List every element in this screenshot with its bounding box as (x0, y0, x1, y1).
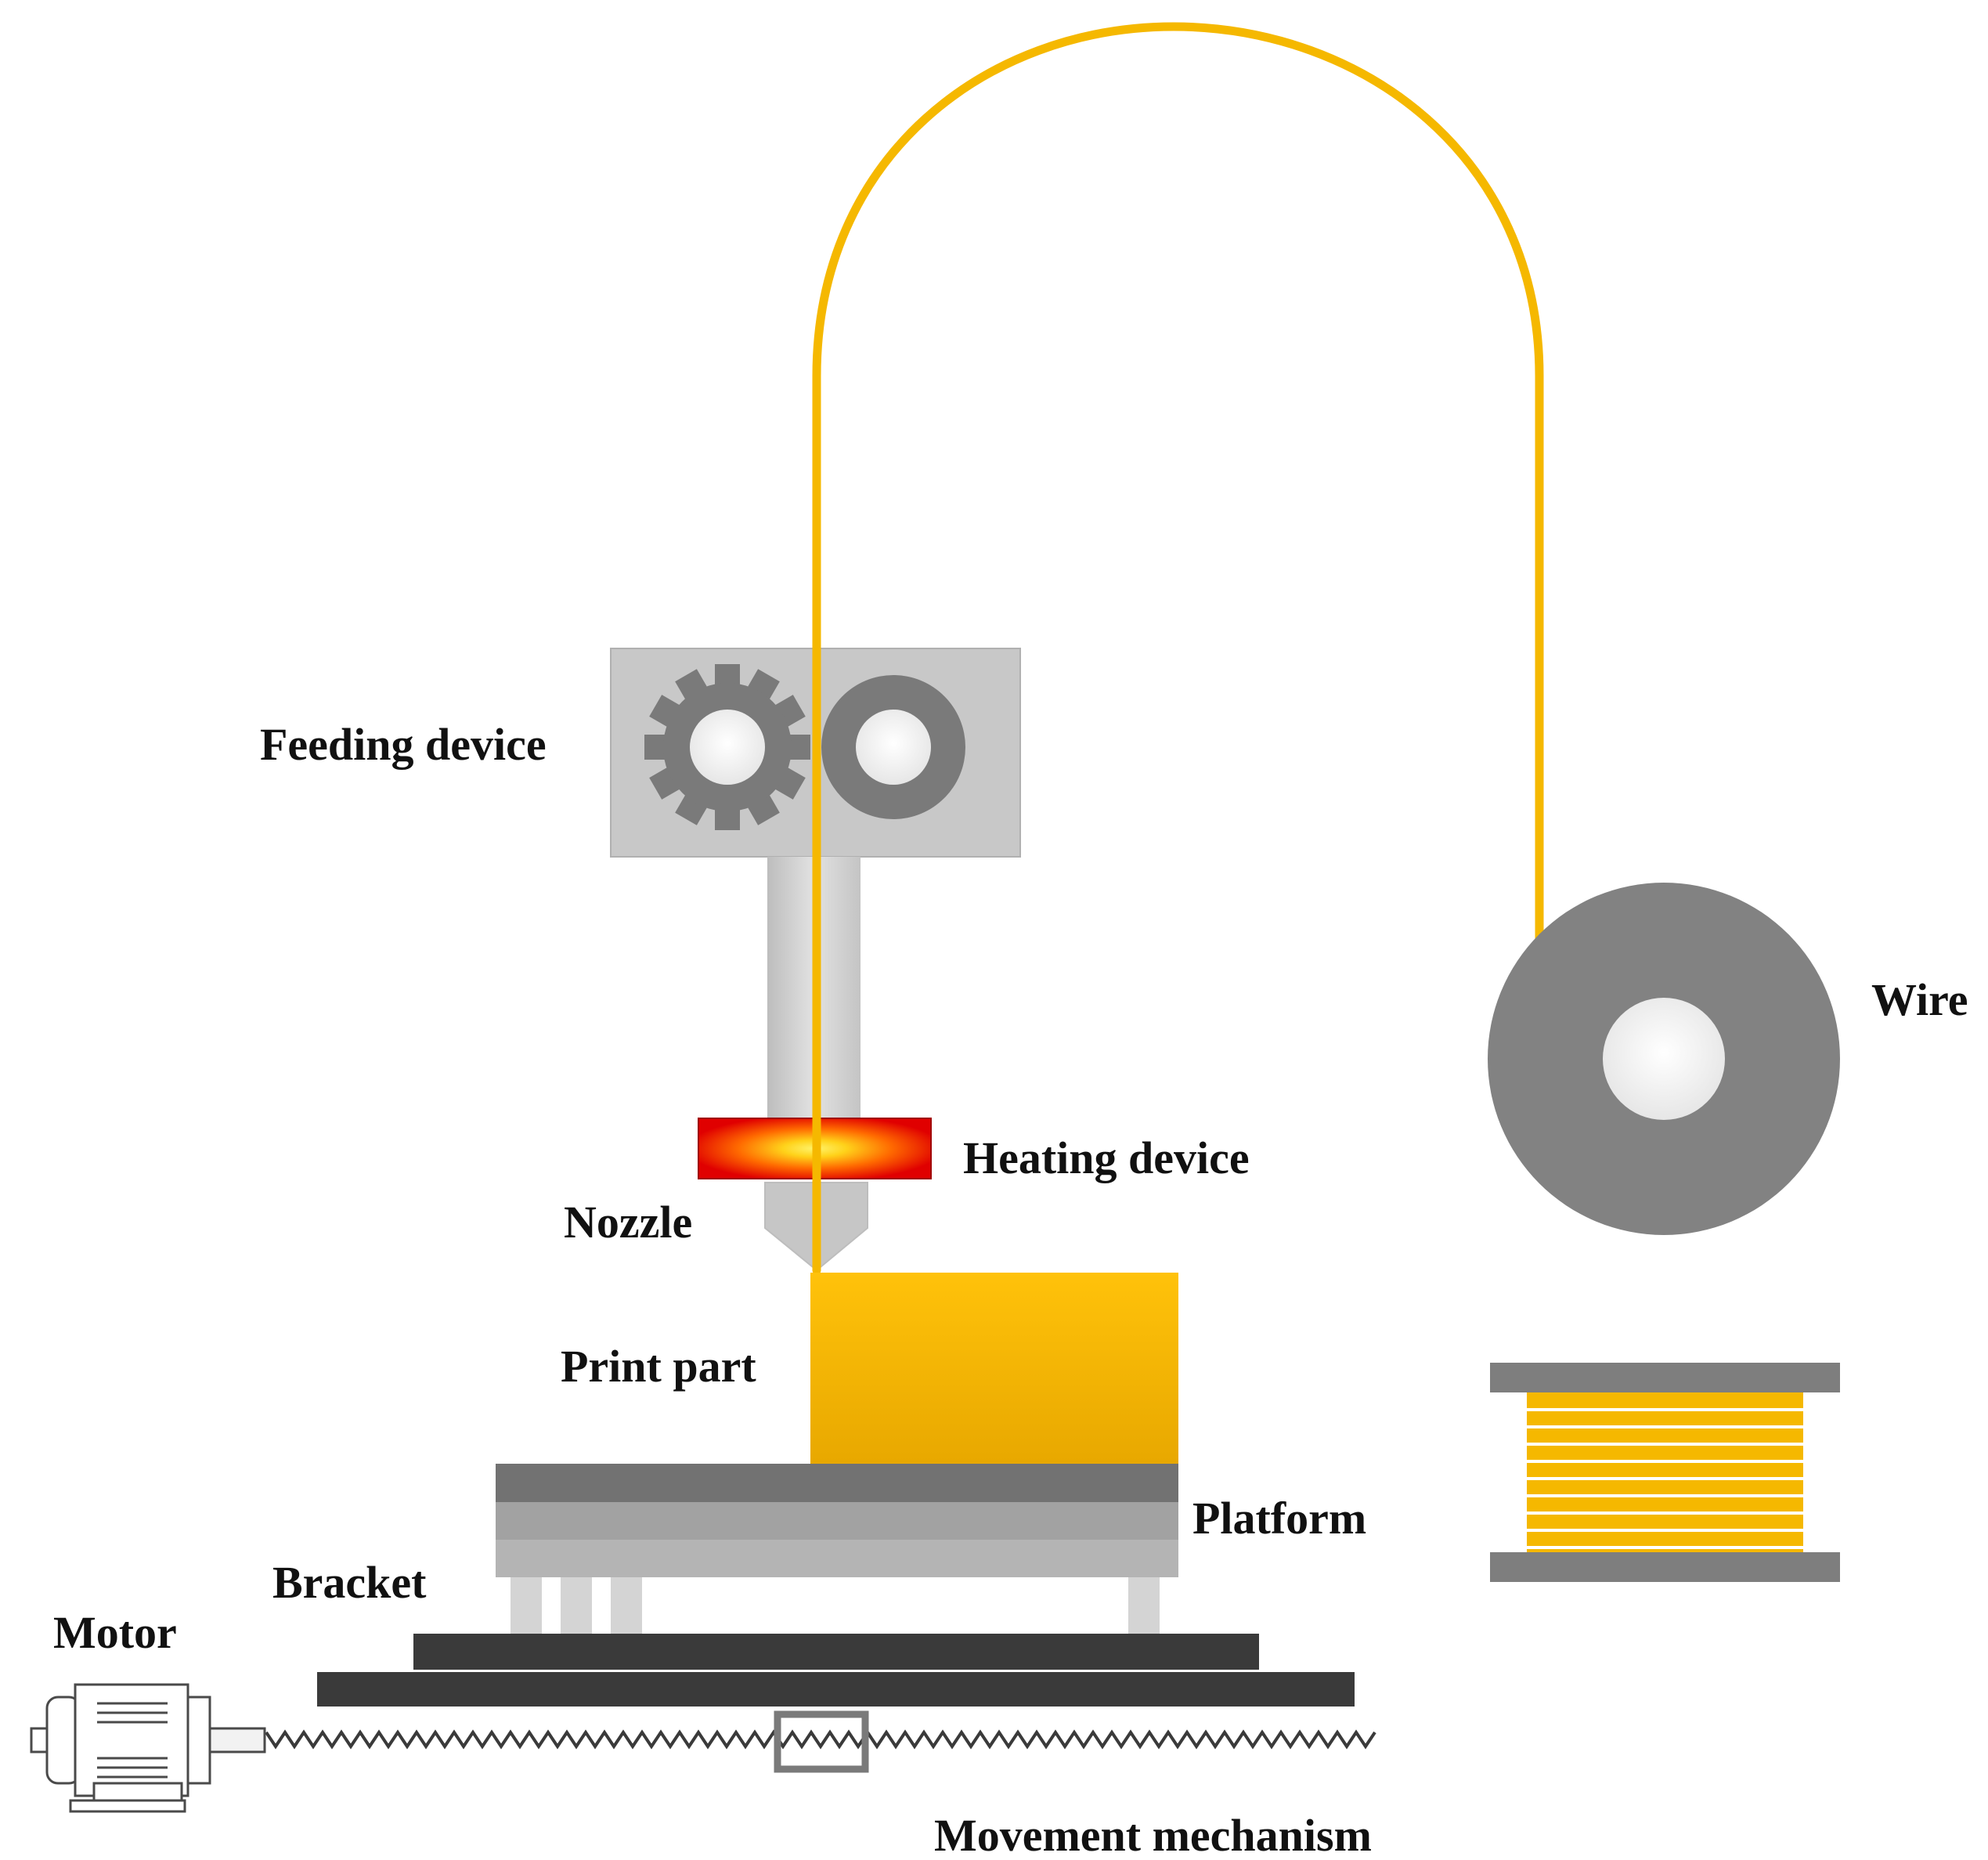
screw-nut (774, 1710, 869, 1773)
label-heating-device: Heating device (963, 1132, 1250, 1183)
spool-icon (1488, 883, 1840, 1235)
label-motor: Motor (53, 1607, 177, 1658)
label-wire: Wire (1871, 974, 1968, 1025)
bracket (511, 1577, 1160, 1634)
platform (496, 1464, 1178, 1577)
label-nozzle: Nozzle (564, 1197, 692, 1248)
spool-front-view (1490, 1363, 1840, 1582)
label-print-part: Print part (561, 1341, 756, 1392)
label-platform: Platform (1192, 1493, 1366, 1544)
roller-icon (821, 675, 965, 819)
label-feeding-device: Feeding device (260, 719, 547, 770)
label-bracket: Bracket (272, 1557, 427, 1608)
motor-icon (30, 1683, 266, 1813)
lead-screw-icon (265, 1710, 1376, 1773)
gear-icon (644, 664, 810, 830)
base-plates (317, 1634, 1355, 1707)
print-part (810, 1273, 1178, 1464)
label-movement-mechanism: Movement mechanism (934, 1810, 1372, 1860)
wire-filament (812, 22, 1544, 1275)
